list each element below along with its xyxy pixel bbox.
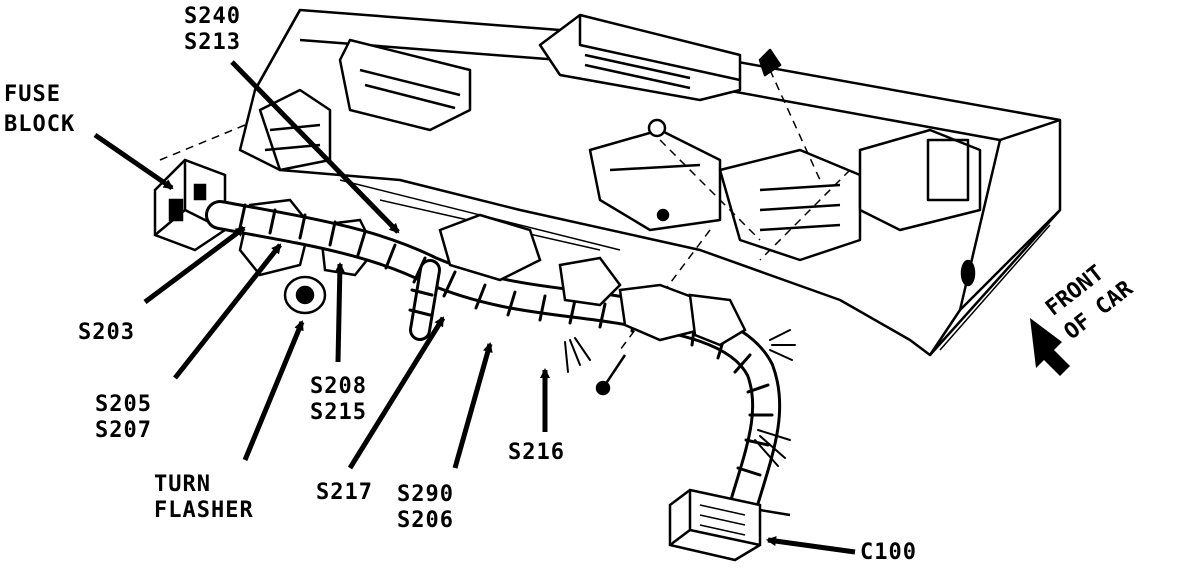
arrow-c100	[766, 536, 856, 555]
label-fuse: FUSE	[4, 82, 61, 107]
label-s217: S217	[316, 480, 373, 505]
label-s207: S207	[95, 418, 152, 443]
label-c100: C100	[860, 540, 917, 565]
label-s203: S203	[78, 320, 135, 345]
label-s290-s206: S290 S206	[397, 482, 454, 534]
label-s213: S213	[184, 30, 241, 55]
front-of-car-arrow	[1030, 318, 1070, 376]
arrow-s240-s213	[230, 60, 400, 234]
label-turn-flasher: TURN FLASHER	[154, 472, 254, 524]
arrow-s203	[143, 225, 246, 305]
label-flasher: FLASHER	[154, 498, 254, 523]
label-s240-s213: S240 S213	[184, 4, 241, 56]
mounting-screw	[595, 354, 627, 396]
label-s208: S208	[310, 374, 367, 399]
turn-flasher-unit	[283, 275, 327, 315]
label-s215: S215	[310, 400, 367, 425]
c100-connector	[668, 488, 791, 562]
arrow-turn-flasher	[242, 320, 305, 461]
label-s206: S206	[397, 508, 454, 533]
label-fuse-block: FUSE BLOCK	[4, 80, 75, 140]
label-turn: TURN	[154, 472, 211, 497]
arrow-s217	[347, 316, 446, 470]
label-s208-s215: S208 S215	[310, 374, 367, 426]
leader-arrows	[93, 60, 856, 555]
arrow-s205-s207	[173, 243, 282, 380]
arrow-fuse-block	[93, 132, 174, 191]
wiring-harness	[205, 200, 796, 515]
label-s290: S290	[397, 482, 454, 507]
label-block: BLOCK	[4, 112, 76, 137]
label-s240: S240	[184, 4, 241, 29]
arrow-s290-s206	[452, 342, 493, 469]
label-s216: S216	[508, 440, 565, 465]
label-s205: S205	[95, 392, 152, 417]
arrow-s208-s215	[334, 262, 345, 363]
label-s205-s207: S205 S207	[95, 392, 152, 444]
